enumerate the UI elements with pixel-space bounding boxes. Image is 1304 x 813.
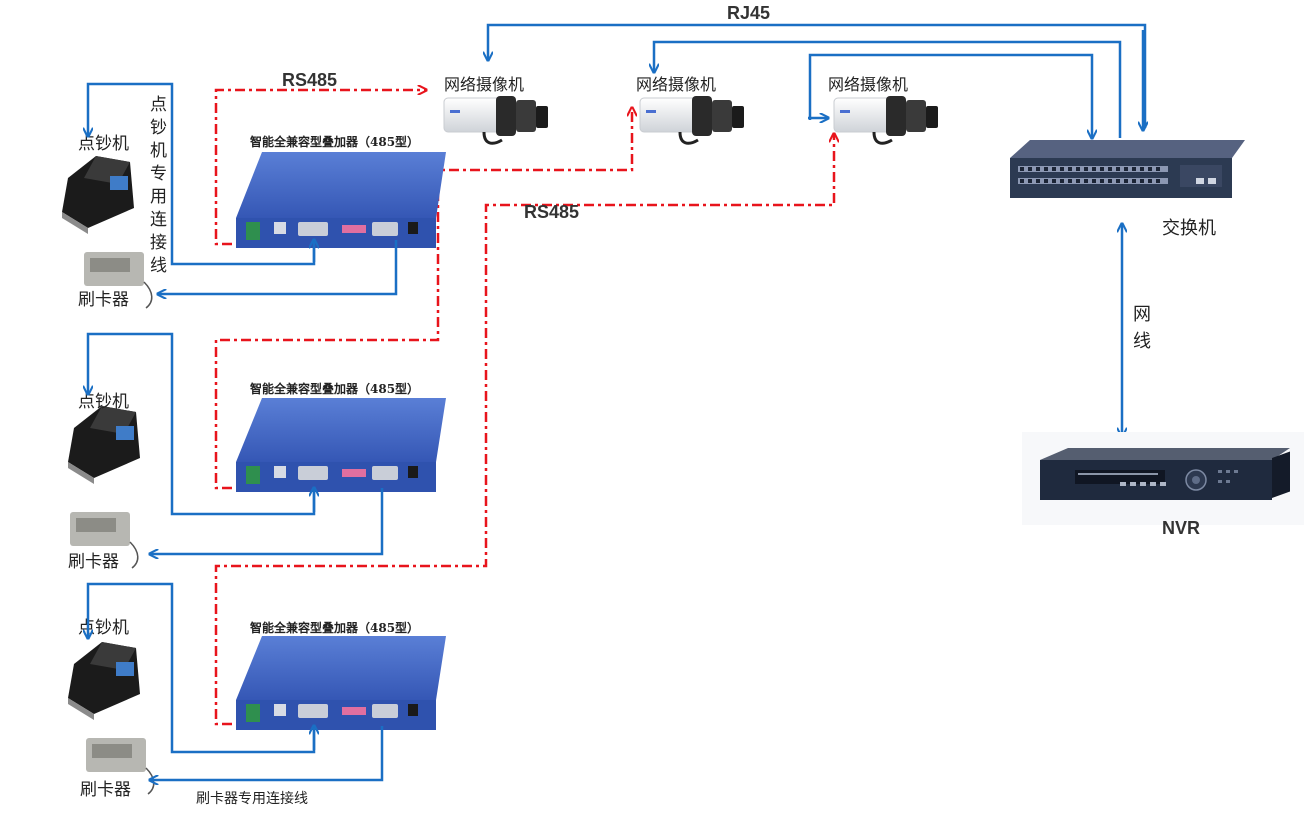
overlay-title-1: 智能全兼容型叠加器（485型） <box>249 134 419 149</box>
camera-2 <box>639 96 744 145</box>
net-cable-char-2: 线 <box>1133 331 1151 352</box>
overlay-title-2: 智能全兼容型叠加器（485型） <box>249 381 419 396</box>
counter-cable-char: 点 <box>150 95 167 115</box>
camera-1 <box>443 96 548 145</box>
camera-2-label: 网络摄像机 <box>636 75 716 94</box>
camera-1-label: 网络摄像机 <box>444 75 524 94</box>
counter-cable-char: 专 <box>150 164 167 184</box>
counter-cable-char: 接 <box>150 233 167 253</box>
card-reader-2-label: 刷卡器 <box>68 552 119 572</box>
camera-3 <box>833 96 938 145</box>
camera-3-label: 网络摄像机 <box>828 75 908 94</box>
network-switch <box>1010 140 1245 198</box>
card-reader-1 <box>84 252 153 309</box>
card-reader-3-label: 刷卡器 <box>80 780 131 800</box>
counter-cable-char: 钞 <box>150 118 167 138</box>
nvr-device <box>1022 432 1304 525</box>
counter-cable-char: 连 <box>150 210 167 230</box>
counter-3-label: 点钞机 <box>78 618 129 638</box>
counter-1 <box>62 156 134 234</box>
card-reader-3 <box>86 738 155 795</box>
counter-2-label: 点钞机 <box>78 392 129 412</box>
net-cable-char-1: 网 <box>1133 304 1151 325</box>
counter-2 <box>68 406 140 484</box>
counter-cable-label: 点 钞 机 专 用 连 接 线 <box>150 95 167 276</box>
rs485-label-mid: RS485 <box>524 202 579 222</box>
overlay-box-2 <box>236 398 446 492</box>
rs485-lines <box>214 90 834 726</box>
card-reader-2 <box>70 512 139 569</box>
switch-label: 交换机 <box>1162 218 1216 239</box>
nvr-label: NVR <box>1162 518 1200 538</box>
overlay-box-1 <box>236 152 446 248</box>
counter-cable-char: 机 <box>150 141 167 161</box>
counter-cable-char: 线 <box>150 256 167 276</box>
counter-3 <box>68 642 140 720</box>
rj45-lines <box>488 23 1145 138</box>
card-reader-1-label: 刷卡器 <box>78 290 129 310</box>
counter-cable-char: 用 <box>150 187 167 207</box>
rs485-label-top: RS485 <box>282 70 337 90</box>
card-reader-cable-label: 刷卡器专用连接线 <box>196 790 308 807</box>
rj45-label: RJ45 <box>727 3 770 23</box>
overlay-title-3: 智能全兼容型叠加器（485型） <box>249 620 419 635</box>
overlay-box-3 <box>236 636 446 730</box>
counter-and-reader-cables <box>88 82 398 780</box>
counter-1-label: 点钞机 <box>78 134 129 154</box>
